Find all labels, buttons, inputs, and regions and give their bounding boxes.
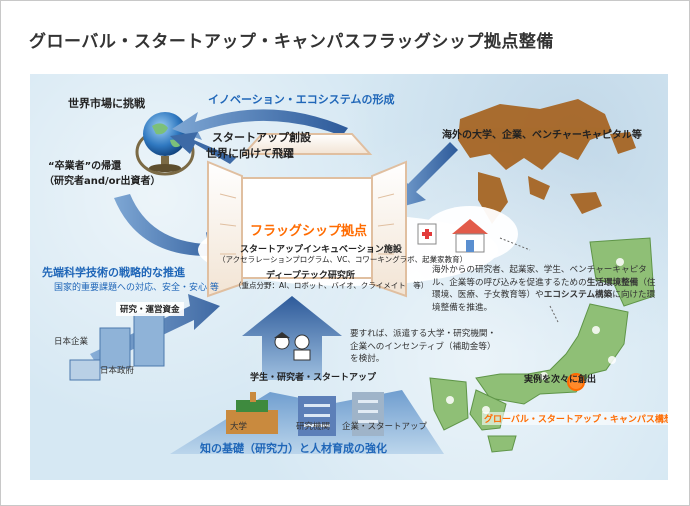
world-market-label: 世界市場に挑戦 — [68, 97, 145, 110]
house-icon — [452, 219, 488, 253]
overseas-label: 海外の大学、企業、ベンチャーキャピタル等 — [442, 130, 642, 141]
env-text-part-2: （住環境、医療、子女教育等）や — [432, 277, 656, 301]
research-institute-label: 研究機関 — [296, 422, 331, 432]
flagship-window — [207, 133, 407, 298]
flagship-label: フラッグシップ拠点 — [250, 224, 368, 239]
university-label: 大学 — [230, 422, 248, 432]
incubation-label: スタートアップインキュベーション施設 — [240, 245, 402, 255]
env-text-part-3: に向けた環境整備を推進。 — [432, 290, 656, 313]
knowledge-up-arrow — [242, 296, 342, 380]
env-text-bold-2: エコシステム構築 — [543, 290, 613, 300]
world-map-icon — [458, 99, 636, 224]
env-text-bold-1: 生活環境整備 — [586, 277, 639, 288]
environment-text: 海外からの研究者、起業家、学生、ベンチャーキャピタル、企業等の呼び込みを促進する… — [432, 264, 662, 314]
globe-icon — [135, 112, 195, 176]
env-text-part-1: 海外からの研究者、起業家、学生、ベンチャーキャピタル、企業等の呼び込みを促進する… — [432, 265, 647, 288]
government-building-icon — [69, 313, 165, 381]
company-building-icon — [352, 392, 384, 436]
startup-launch-label-2: 世界に向けて飛躍 — [206, 147, 294, 160]
incubation-sub-label: （アクセラレーションプログラム、VC、コワーキングラボ、起業家教育） — [218, 255, 468, 264]
japan-map-icon — [429, 237, 655, 453]
research-institute-icon — [298, 396, 336, 436]
graduates-label-2: （研究者and/or出資者） — [44, 176, 161, 187]
leader-line-env-japan — [549, 305, 559, 323]
leader-line-env — [499, 237, 531, 251]
knowledge-base-label: 知の基礎（研究力）と人材育成の強化 — [200, 442, 387, 455]
campus-concept-label: グローバル・スタートアップ・キャンパス構想 — [482, 412, 668, 425]
companies-startups-label: 企業・スタートアップ — [342, 422, 428, 432]
hospital-icon — [417, 223, 437, 245]
startup-launch-label-1: スタートアップ創設 — [212, 131, 311, 144]
people-label: 学生・研究者・スタートアップ — [250, 373, 377, 383]
people-icon — [274, 332, 311, 361]
diagram-artwork — [69, 99, 655, 454]
innovation-label: イノベーション・エコシステムの形成 — [208, 93, 395, 106]
diagram-canvas: 世界市場に挑戦 イノベーション・エコシステムの形成 スタートアップ創設 世界に向… — [30, 74, 668, 480]
research-funds-label: 研究・運営資金 — [116, 302, 184, 316]
strategy-sub-label: 国家的重要課題への対応、安全・安心 等 — [54, 283, 219, 293]
examples-label: 実例を次々に創出 — [524, 375, 597, 385]
innovation-arc-arrow — [172, 109, 348, 140]
deeptech-label: ディープテック研究所 — [266, 271, 355, 281]
graduates-label-1: “卒業者”の帰還 — [48, 161, 122, 172]
campus-location-marker — [567, 373, 585, 391]
jp-companies-label: 日本企業 — [54, 337, 89, 347]
page-title: グローバル・スタートアップ・キャンパスフラッグシップ拠点整備 — [29, 32, 554, 52]
jp-government-label: 日本政府 — [100, 366, 135, 376]
dispatch-text: 要すれば、派遣する大学・研究機関・企業へのインセンティブ（補助金等）を検討。 — [350, 329, 497, 364]
university-icon — [226, 392, 278, 434]
launch-arrow — [170, 132, 236, 164]
deeptech-sub-label: （重点分野：AI、ロボット、バイオ、クライメイト 等） — [234, 281, 429, 290]
strategy-label: 先端科学技術の戦略的な推進 — [42, 266, 185, 279]
